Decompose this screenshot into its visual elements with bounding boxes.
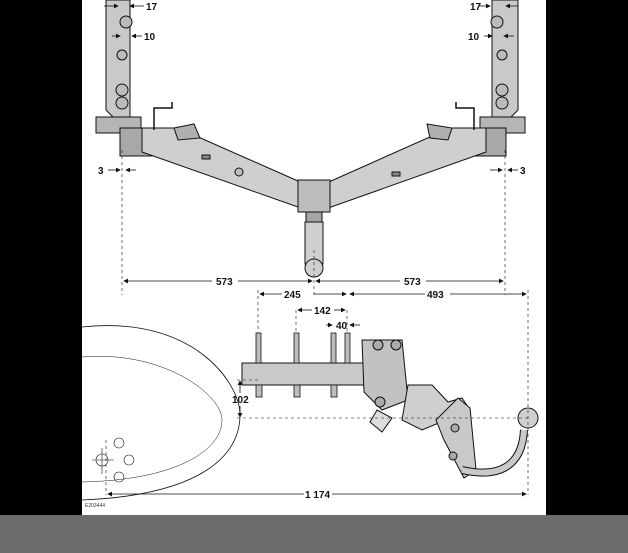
tow-bar-drawing: 17 17 10 10 3 3 xyxy=(82,0,539,509)
dim-142: 142 xyxy=(314,306,331,317)
dim-left-10: 10 xyxy=(144,32,156,43)
bolt-head xyxy=(372,339,384,351)
hitch-bracket xyxy=(361,339,409,411)
dim-102: 102 xyxy=(232,395,249,406)
release-knob xyxy=(448,451,458,461)
side-view: 245 493 142 40 102 1 174 xyxy=(82,290,539,509)
left-bracket xyxy=(105,0,133,119)
beam-pin xyxy=(234,167,244,177)
dim-493: 493 xyxy=(427,290,444,301)
socket-plate xyxy=(369,409,393,433)
left-handle xyxy=(153,102,173,130)
bolt-head xyxy=(374,396,386,408)
dim-span-left: 573 xyxy=(216,277,233,288)
cross-member xyxy=(241,362,383,386)
dim-span-right: 573 xyxy=(404,277,421,288)
centre-neck xyxy=(305,211,323,223)
left-beam-bracket xyxy=(173,123,201,141)
dim-left-3: 3 xyxy=(98,166,104,177)
mounting-studs xyxy=(255,332,351,398)
left-beam xyxy=(141,127,313,213)
lock-knob xyxy=(450,423,460,433)
dim-right-3: 3 xyxy=(520,166,526,177)
wheel-outline xyxy=(82,325,241,501)
right-bracket xyxy=(490,0,519,119)
right-handle xyxy=(455,102,475,130)
technical-drawing-sheet: 17 17 10 10 3 3 xyxy=(82,0,546,515)
wheel-hub xyxy=(92,437,135,483)
dim-right-10: 10 xyxy=(468,32,480,43)
right-beam xyxy=(316,127,487,213)
dim-245: 245 xyxy=(284,290,301,301)
centre-bracket xyxy=(297,179,331,213)
right-beam-bracket xyxy=(426,123,453,141)
beam-tab xyxy=(201,154,211,160)
wheel-inner-outline xyxy=(82,356,223,483)
dim-40: 40 xyxy=(336,321,348,332)
top-view: 17 17 10 10 3 3 xyxy=(95,0,526,295)
bolt-head xyxy=(390,339,402,351)
dim-1174: 1 174 xyxy=(305,490,330,501)
swan-neck-plate xyxy=(401,384,471,431)
bottom-bar xyxy=(0,515,628,553)
dim-top-right-17: 17 xyxy=(470,2,482,13)
beam-tab xyxy=(391,171,401,177)
figure-id: E203444 xyxy=(85,503,105,509)
dim-top-left-17: 17 xyxy=(146,2,158,13)
